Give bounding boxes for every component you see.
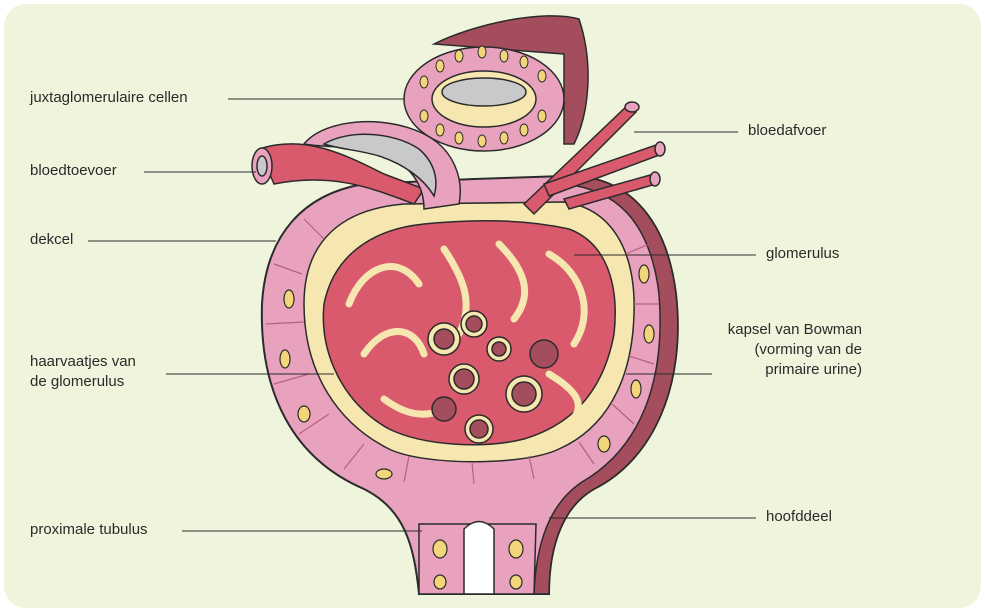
label-bowman-capsule: kapsel van Bowman (vorming van de primai…	[694, 320, 862, 380]
label-glomerulus: glomerulus	[766, 244, 839, 264]
diagram-panel: juxtaglomerulaire cellen bloedtoevoer de…	[4, 4, 981, 608]
label-glomerulus-capillaries: haarvaatjes van de glomerulus	[30, 352, 136, 392]
label-juxtaglomerular-cells: juxtaglomerulaire cellen	[30, 88, 188, 108]
label-lid-cell: dekcel	[30, 230, 73, 250]
label-blood-supply: bloedtoevoer	[30, 161, 117, 181]
proximal-tubule-body	[419, 522, 536, 595]
label-main-part: hoofddeel	[766, 507, 832, 527]
juxtaglomerular-cylinder	[404, 16, 588, 151]
label-proximal-tubule: proximale tubulus	[30, 520, 148, 540]
label-blood-drain: bloedafvoer	[748, 121, 826, 141]
